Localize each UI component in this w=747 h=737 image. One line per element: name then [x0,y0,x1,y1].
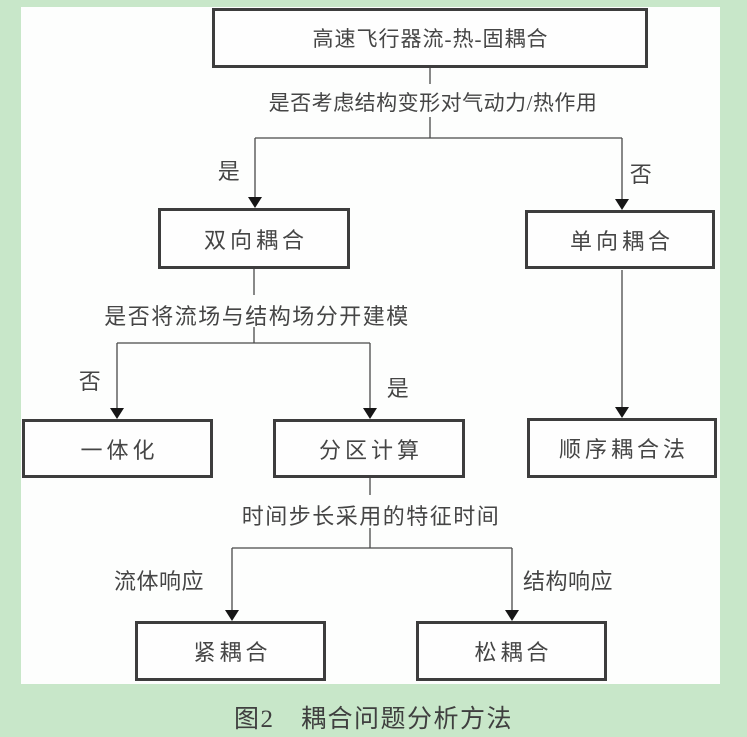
branch-label-structural-response: 结构响应 [522,569,614,594]
question-characteristic-time: 时间步长采用的特征时间 [241,504,501,529]
figure-caption: 图2 耦合问题分析方法 [233,706,513,733]
question-separate-modeling: 是否将流场与结构场分开建模 [104,304,410,329]
arrowhead-to-unidirectional [615,199,629,210]
node-unidirectional-coupling: 单向耦合 [525,210,715,269]
branch-label-q2-yes: 是 [386,376,410,401]
branch-label-q1-yes: 是 [217,159,241,184]
connector-branch2 [116,342,371,408]
arrowhead-to-sequential [615,407,629,418]
connector-branch1 [254,137,623,199]
connector-branch3 [231,547,513,610]
node-integrated: 一体化 [22,419,213,478]
node-bidirectional-coupling: 双向耦合 [158,208,350,269]
arrowhead-to-loose [505,610,519,621]
arrowhead-to-integrated [110,408,124,419]
branch-label-q1-no: 否 [629,162,653,187]
branch-label-fluid-response: 流体响应 [113,569,205,594]
arrowhead-to-bidirectional [248,197,262,208]
node-sequential-coupling-method: 顺序耦合法 [527,418,717,478]
node-partitioned-computation: 分区计算 [273,419,465,478]
branch-label-q2-no: 否 [78,369,102,394]
arrowhead-to-partitioned [363,408,377,419]
node-flow-thermal-solid-coupling: 高速飞行器流-热-固耦合 [212,8,648,68]
arrowhead-to-tight [225,610,239,621]
node-loose-coupling: 松耦合 [416,621,607,681]
node-tight-coupling: 紧耦合 [135,621,326,681]
question-structural-deformation: 是否考虑结构变形对气动力/热作用 [268,91,598,115]
